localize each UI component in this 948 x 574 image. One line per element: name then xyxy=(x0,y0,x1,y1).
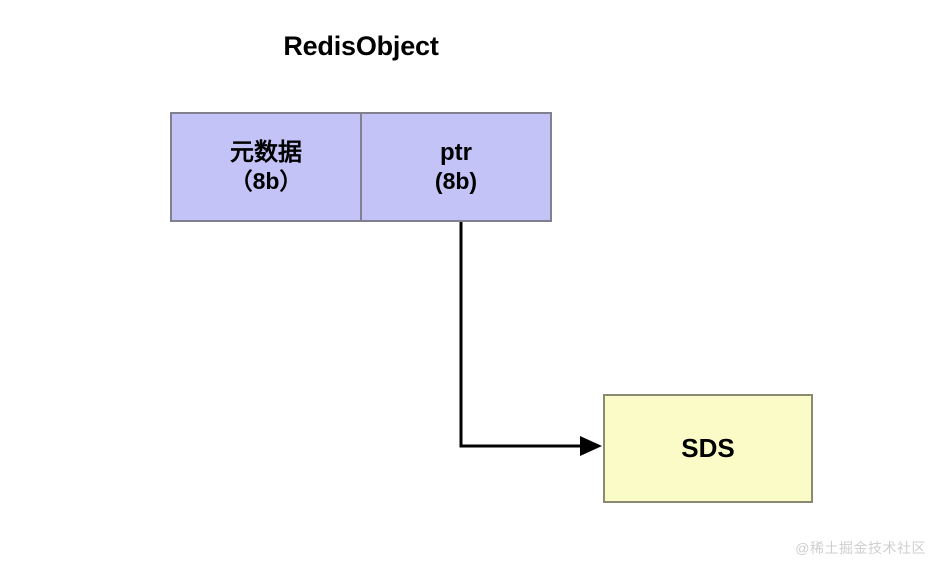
struct-field-metadata: 元数据 （8b） xyxy=(172,114,362,220)
connector-arrowhead-icon xyxy=(580,436,602,456)
diagram-title: RedisObject xyxy=(283,31,439,61)
sds-box: SDS xyxy=(603,394,813,503)
sds-label: SDS xyxy=(681,433,735,463)
struct-field-ptr: ptr (8b) xyxy=(362,114,550,220)
watermark: @稀土掘金技术社区 xyxy=(795,540,926,556)
struct-field-metadata-label: 元数据 xyxy=(230,139,302,167)
redisobject-struct-box: 元数据 （8b） ptr (8b) xyxy=(170,112,552,222)
struct-field-ptr-size: (8b) xyxy=(434,167,478,194)
struct-field-ptr-label: ptr xyxy=(440,139,472,167)
connector-line xyxy=(459,222,592,448)
struct-field-metadata-size: （8b） xyxy=(229,167,303,194)
